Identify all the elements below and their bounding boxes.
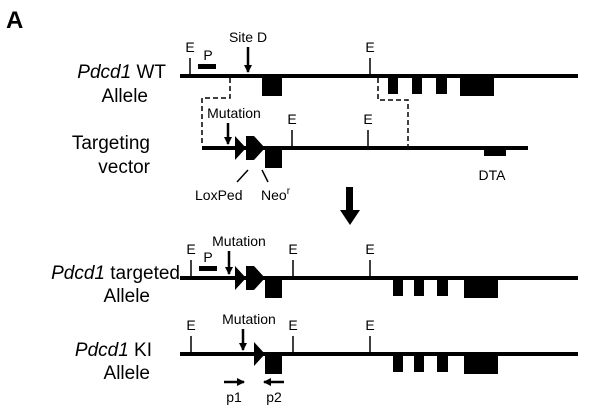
neo-superscript: r <box>287 186 291 197</box>
ki-allele-title: Pdcd1 KI <box>75 340 152 361</box>
ki-ecorv-label-2: E <box>288 317 297 333</box>
primer-p2-label: p2 <box>266 389 282 405</box>
right-homology-guide <box>377 78 409 146</box>
ki-exon-5 <box>464 354 498 374</box>
dta-cassette <box>484 148 506 156</box>
targeted-suffix: targeted <box>105 263 180 284</box>
primer-p1-label: p1 <box>226 389 242 405</box>
vector-mutation-label: Mutation <box>207 105 261 121</box>
wt-allele-label: Allele <box>102 86 148 107</box>
ki-mutation-label: Mutation <box>222 311 276 327</box>
targeted-ecorv-label-3: E <box>365 241 374 257</box>
targeted-loxp-1 <box>235 266 246 290</box>
wt-exon-3 <box>412 76 422 94</box>
loxped-label: LoxPed <box>195 187 242 203</box>
targeted-ecorv-label-1: E <box>186 241 195 257</box>
vector-loxp-1 <box>235 136 246 160</box>
wt-exon-5 <box>460 76 494 96</box>
targeted-exon-5 <box>464 278 498 298</box>
vector-ecorv-label-1: E <box>287 111 296 127</box>
targeted-ecorv-label-2: E <box>288 241 297 257</box>
targeting-vector-label-2: vector <box>98 157 150 178</box>
targeted-loxp-2 <box>254 266 265 290</box>
loxped-pointer <box>236 169 249 183</box>
neo-label: Neor <box>261 186 291 203</box>
ki-exon-4 <box>437 354 448 372</box>
targeted-exon-3 <box>414 278 424 296</box>
homology-arm-guides <box>201 78 409 146</box>
targeting-vector: Targeting vector E E Mutation LoxPed Neo… <box>72 105 528 203</box>
ki-exon-3 <box>414 354 424 372</box>
vector-ecorv-label-2: E <box>363 111 372 127</box>
ki-allele-label: Allele <box>104 363 150 384</box>
ki-suffix: KI <box>129 340 152 361</box>
neo-pointer <box>261 169 269 183</box>
targeted-neo-cassette <box>265 278 282 298</box>
targeting-vector-label-1: Targeting <box>72 133 150 154</box>
wt-exon-4 <box>436 76 447 94</box>
wt-probe-label: P <box>203 47 212 63</box>
targeted-mutation-label: Mutation <box>212 233 266 249</box>
ki-ecorv-label-1: E <box>186 317 195 333</box>
vector-mutated-exon <box>246 136 254 160</box>
wt-suffix: WT <box>131 62 166 83</box>
ki-ecorv-label-3: E <box>365 317 374 333</box>
ki-loxp <box>254 342 265 366</box>
site-d-label: Site D <box>229 29 267 45</box>
neo-text: Neo <box>261 187 287 203</box>
targeted-exon-4 <box>437 278 448 296</box>
wt-allele: Pdcd1 WT Allele E E P Site D <box>77 29 578 107</box>
ki-gene-name: Pdcd1 <box>75 340 129 361</box>
left-homology-guide <box>201 78 231 146</box>
wt-exon-1 <box>262 76 282 96</box>
wt-probe <box>198 64 216 69</box>
targeted-allele-title: Pdcd1 targeted <box>51 263 180 284</box>
targeted-allele: Pdcd1 targeted Allele E E E P Mutation <box>51 233 578 307</box>
targeted-exon-2 <box>393 278 403 296</box>
wt-exon-2 <box>388 76 398 94</box>
ki-exon-2 <box>393 354 403 372</box>
panel-label: A <box>6 7 23 34</box>
vector-neo-cassette <box>265 148 282 168</box>
wt-ecorv-label-2: E <box>365 39 374 55</box>
transition-arrow-head <box>340 210 360 225</box>
wt-gene-name: Pdcd1 <box>77 62 131 83</box>
targeted-probe-label: P <box>203 249 212 265</box>
dta-label: DTA <box>479 167 507 183</box>
targeted-probe <box>199 266 217 271</box>
vector-loxp-2 <box>254 136 265 160</box>
wt-allele-title: Pdcd1 WT <box>77 62 166 83</box>
targeted-gene-name: Pdcd1 <box>51 263 105 284</box>
targeted-mutated-exon <box>246 266 254 290</box>
targeted-allele-label: Allele <box>104 286 150 307</box>
wt-ecorv-label-1: E <box>185 39 194 55</box>
ki-exon-1 <box>265 354 282 374</box>
transition-arrow <box>340 187 360 225</box>
transition-arrow-shaft <box>346 187 353 212</box>
ki-allele: Pdcd1 KI Allele E E E Mutation p1 p2 <box>75 311 578 405</box>
